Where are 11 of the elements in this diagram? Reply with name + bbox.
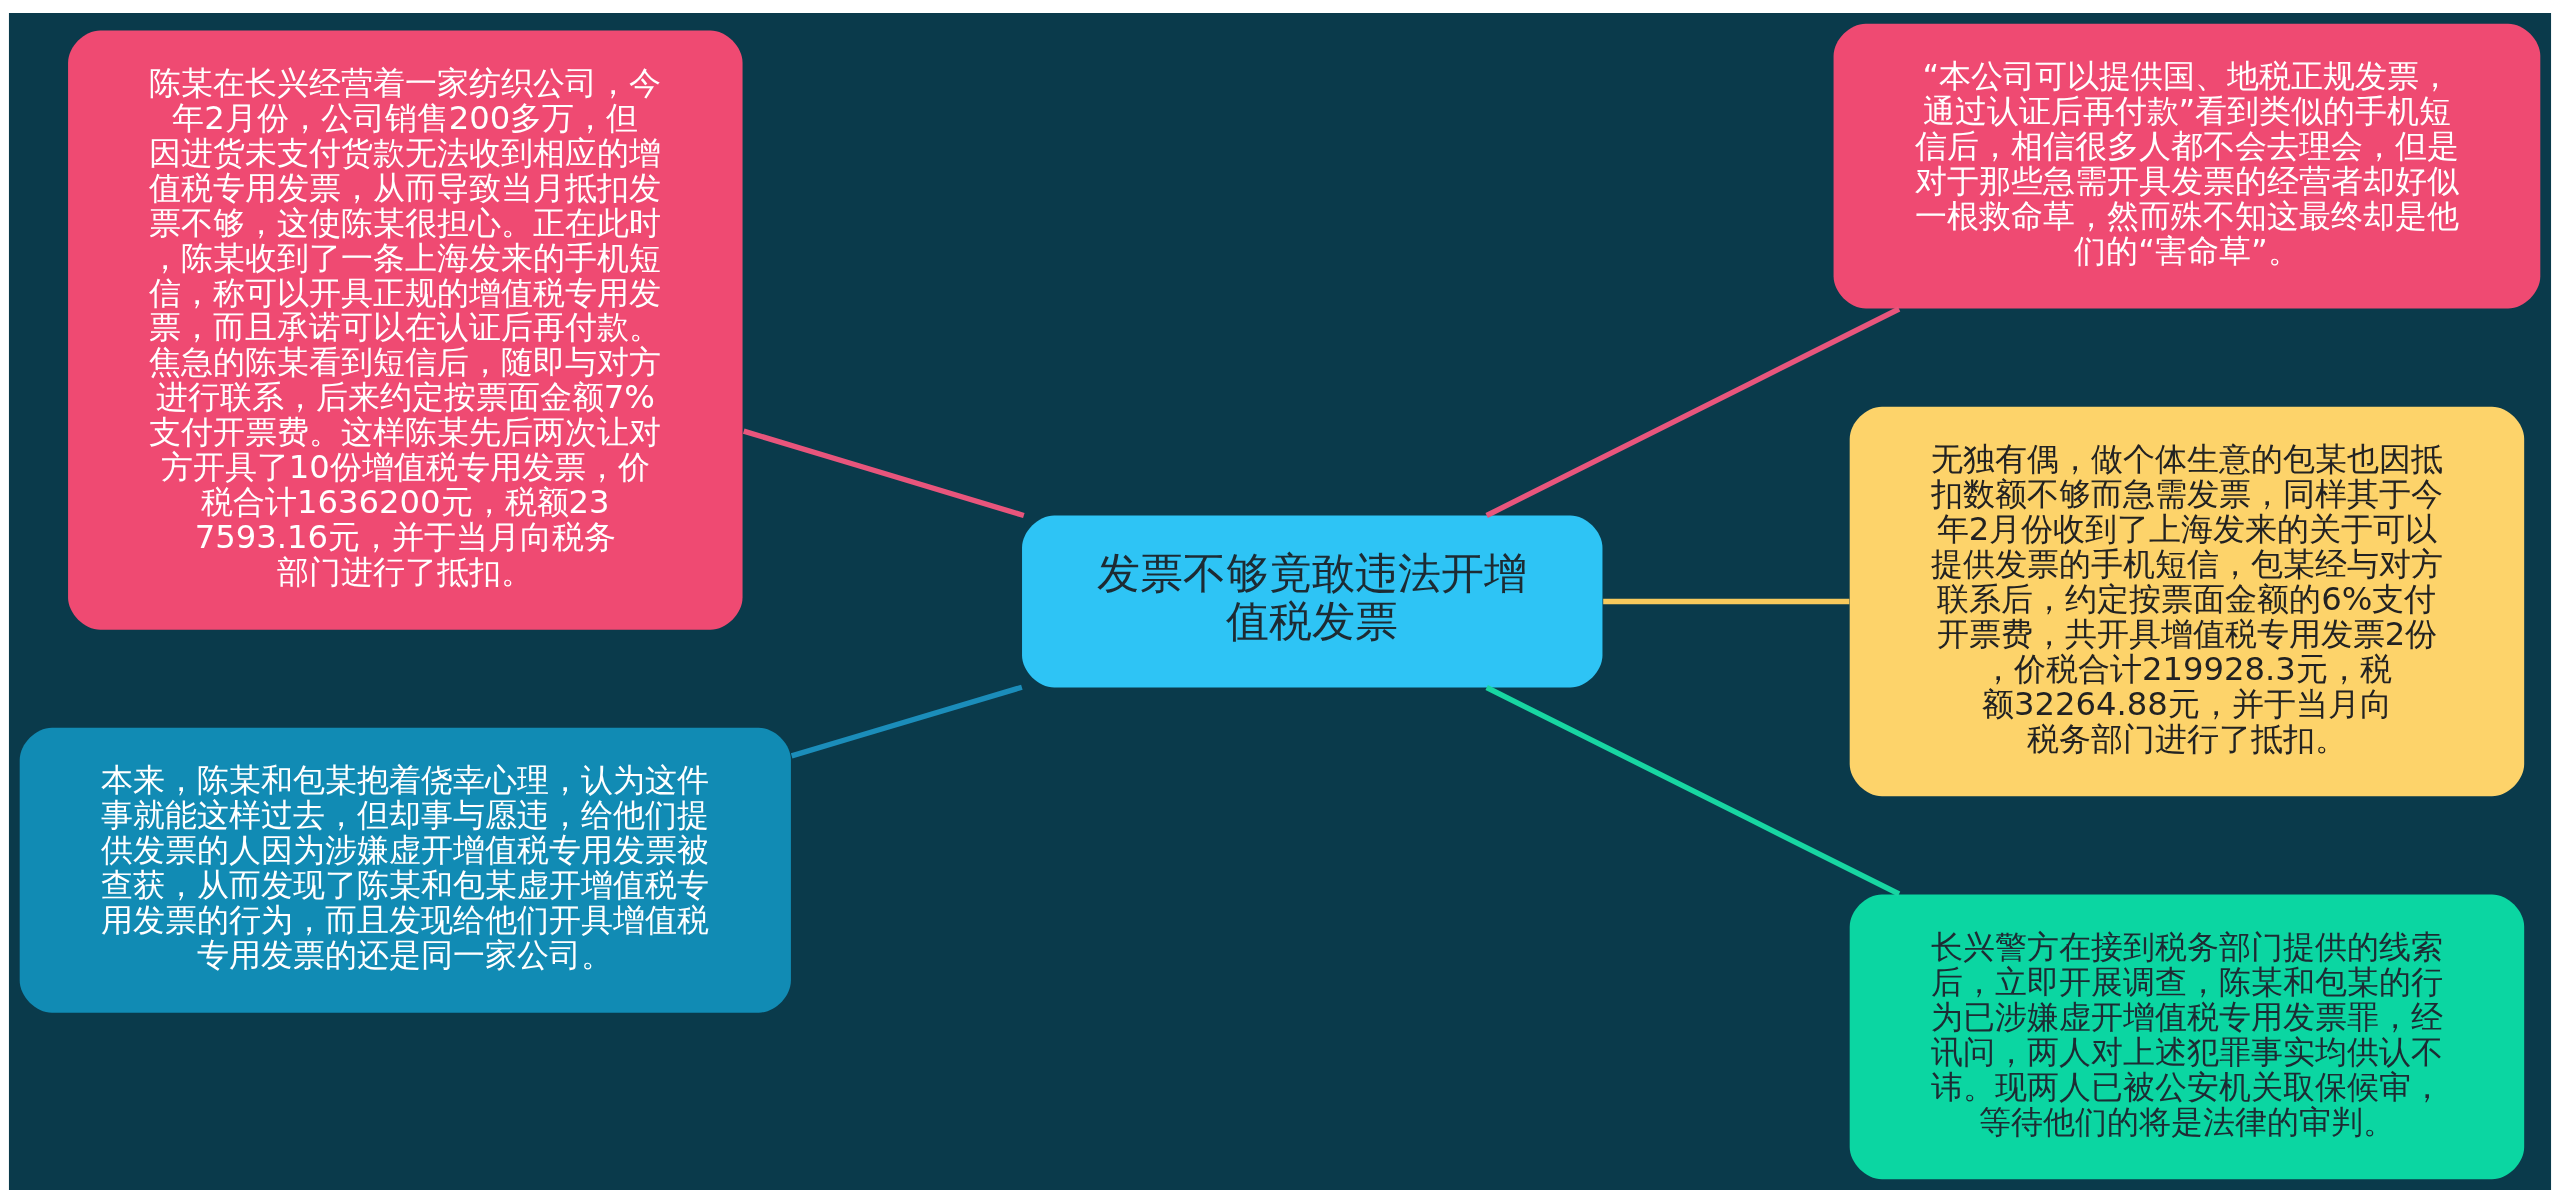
connector (1485, 306, 1901, 518)
connector (1603, 598, 1850, 604)
node-box: 陈某在长兴经营着一家纺织公司，今年2月份，公司销售200多万，但因进货未支付货款无法收到相应的增值税专用发票，从而导致当月抵扣发票不够，这使陈某很担心。正在此时，陈某收到了一条上海发来的手机短信，称可以开具正规的增值税专用发票，而且承诺可以在认证后再付款。焦急的陈某看到短信后，随即与对方进行联系，后来约定按票面金额7%支付开票费。这样陈某先后两次让对方开具了10份增值税专用发票，价税合计1636200元，税额237593.16元，并于当月向税务部门进行了抵扣。 (68, 29, 743, 630)
connector (742, 428, 1025, 518)
node-box: 长兴警方在接到税务部门提供的线索后，立即开展调查，陈某和包某的行为已涉嫌虚开增值税专用发票罪，经讯问，两人对上述犯罪事实均供认不讳。现两人已被公安机关取保候审，等待他们的将是法律的审判。 (1849, 893, 2525, 1179)
node-box: “本公司可以提供国、地税正规发票，通过认证后再付款”看到类似的手机短信后，相信很多人都不会去理会，但是对于那些急需开具发票的经营者却好似一根救命草，然而殊不知这最终却是他们的“害命草”。 (1833, 23, 2541, 309)
connector (1485, 684, 1901, 896)
connector (790, 684, 1023, 758)
node-box: 发票不够竟敢违法开增值税发票 (1022, 515, 1603, 687)
node-box: 无独有偶，做个体生意的包某也因抵扣数额不够而急需发票，同样其于今年2月份收到了上海发来的关于可以提供发票的手机短信，包某经与对方联系后，约定按票面金额的6%支付开票费，共开具增值税专用发票2份，价税合计219928.3元，税额32264.88元，并于当月向税务部门进行了抵扣。 (1849, 406, 2525, 796)
node-box: 本来，陈某和包某抱着侥幸心理，认为这件事就能这样过去，但却事与愿违，给他们提供发票的人因为涉嫌虚开增值税专用发票被查获，从而发现了陈某和包某虚开增值税专用发票的行为，而且发现给他们开具增值税专用发票的还是同一家公司。 (19, 727, 791, 1013)
